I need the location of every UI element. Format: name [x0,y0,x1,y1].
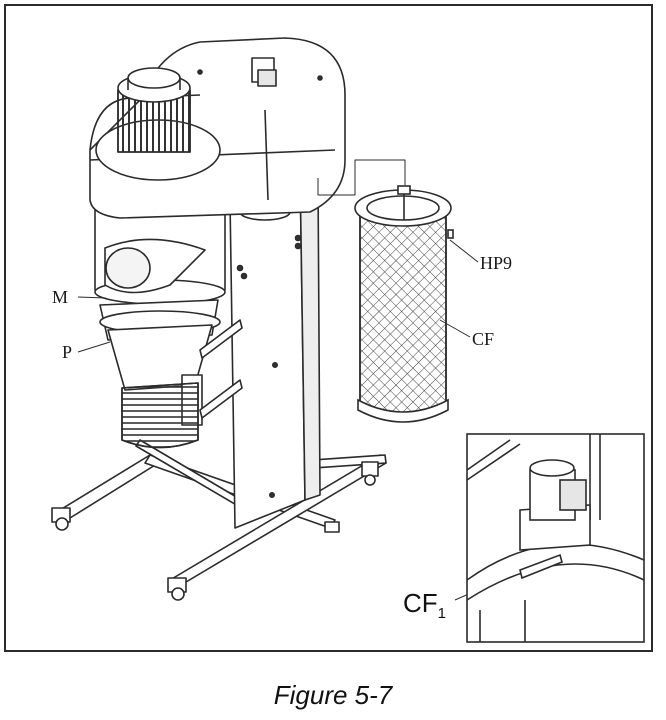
label-cf1-main: CF [403,588,438,618]
label-hp9: HP9 [480,253,513,273]
figure-caption: Figure 5-7 [273,680,393,710]
filter-handle-detail-inset [466,433,645,643]
column [229,169,321,529]
label-cf1: CF1 [403,590,446,621]
label-m: M [52,287,69,307]
figure-frame [4,4,653,652]
base-frame [51,439,387,601]
label-p: P [62,342,73,362]
top-housing [89,37,346,219]
label-cf: CF [472,329,495,349]
canister-filter-drawing [354,185,454,423]
cyclone-body [94,199,243,426]
label-cf1-subscript: 1 [437,605,447,622]
collection-bag [121,382,199,449]
